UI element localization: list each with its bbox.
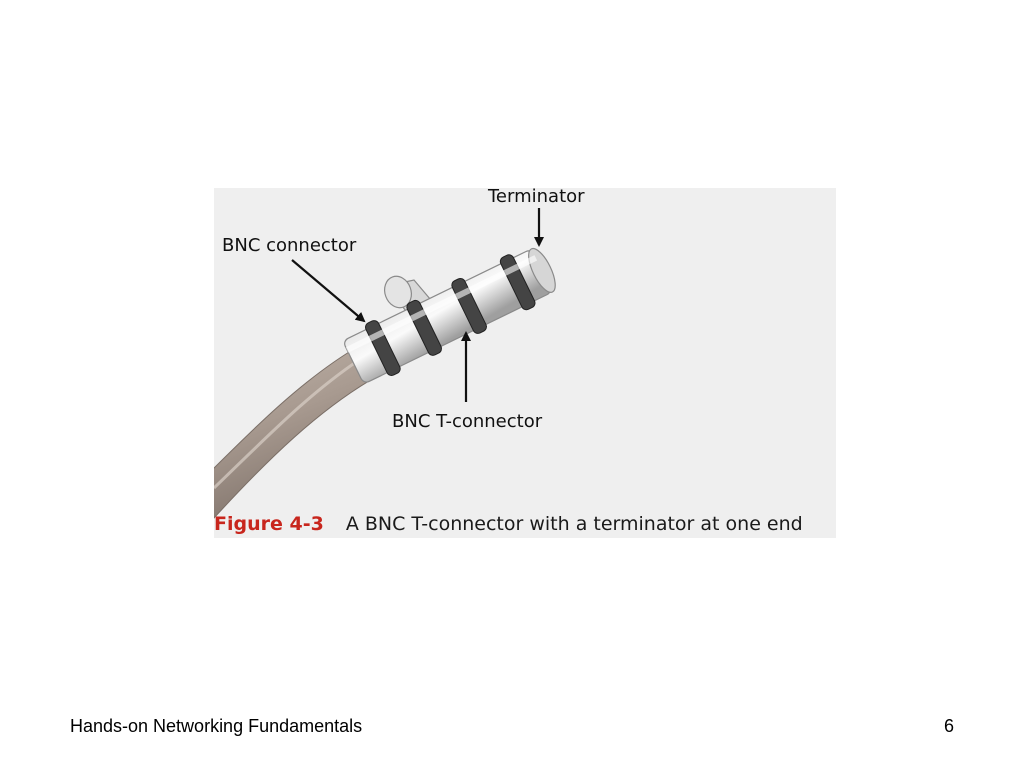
connector-barrel (344, 247, 556, 383)
figure-caption-text: A BNC T-connector with a terminator at o… (345, 513, 803, 535)
bnc-t-connector-illustration: Terminator BNC connector BNC T-connector (214, 188, 585, 519)
bnc-connector-arrow (291, 259, 366, 323)
figure-panel: Terminator BNC connector BNC T-connector… (214, 188, 836, 538)
t-connector-label: BNC T-connector (392, 411, 543, 432)
footer-title: Hands-on Networking Fundamentals (70, 716, 363, 736)
figure-number: Figure 4-3 (214, 513, 324, 535)
page-number: 6 (943, 716, 954, 736)
figure-caption: Figure 4-3 A BNC T-connector with a termi… (214, 513, 803, 535)
bnc-connector-label: BNC connector (222, 235, 357, 256)
coax-cable (214, 345, 375, 519)
terminator-label: Terminator (487, 188, 585, 207)
